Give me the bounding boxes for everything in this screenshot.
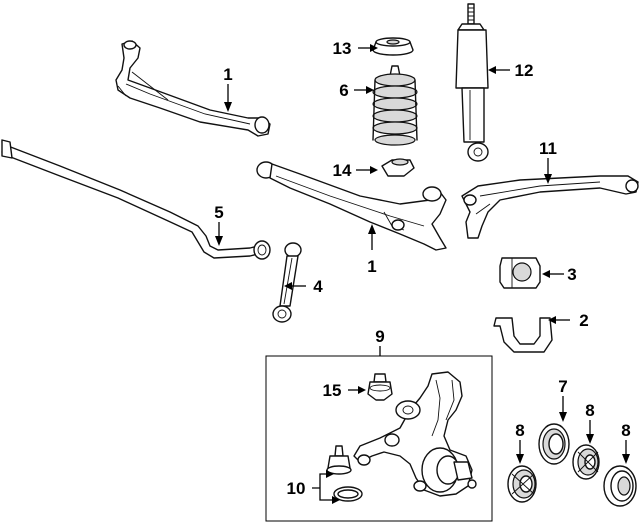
callout-13[interactable]: 13 bbox=[333, 39, 352, 58]
upper-ball-joint-drawing[interactable] bbox=[367, 373, 393, 401]
bearing-left-drawing[interactable] bbox=[507, 465, 537, 503]
shock-absorber-drawing[interactable] bbox=[455, 3, 489, 162]
callout-15[interactable]: 15 bbox=[323, 381, 342, 400]
hub-seal-drawing[interactable] bbox=[538, 423, 570, 465]
stabilizer-link-drawing[interactable] bbox=[272, 242, 302, 323]
callout-9[interactable]: 9 bbox=[375, 327, 384, 346]
callout-8-left[interactable]: 8 bbox=[515, 421, 524, 440]
callout-10[interactable]: 10 bbox=[287, 479, 306, 498]
stabilizer-bar-drawing[interactable] bbox=[1, 139, 271, 260]
lower-control-arm-center-drawing[interactable] bbox=[256, 161, 447, 251]
callout-7[interactable]: 7 bbox=[558, 377, 567, 396]
callout-5[interactable]: 5 bbox=[214, 203, 223, 222]
callout-11[interactable]: 11 bbox=[539, 139, 557, 158]
callout-14[interactable]: 14 bbox=[333, 161, 352, 180]
callout-1-center[interactable]: 1 bbox=[367, 257, 376, 276]
lower-ball-joint-drawing[interactable] bbox=[326, 445, 363, 502]
spring-lower-seat-drawing[interactable] bbox=[381, 158, 415, 177]
spring-upper-insulator-drawing[interactable] bbox=[372, 37, 414, 56]
coil-spring-drawing[interactable] bbox=[372, 65, 418, 146]
stabilizer-bracket-drawing[interactable] bbox=[493, 317, 553, 353]
lower-control-arm-upper-drawing[interactable] bbox=[115, 40, 271, 137]
callout-12[interactable]: 12 bbox=[515, 61, 534, 80]
callout-8-right[interactable]: 8 bbox=[621, 421, 630, 440]
callout-6[interactable]: 6 bbox=[339, 81, 348, 100]
stabilizer-bushing-drawing[interactable] bbox=[499, 257, 541, 289]
callout-4[interactable]: 4 bbox=[313, 277, 323, 296]
callout-2[interactable]: 2 bbox=[579, 311, 588, 330]
steering-knuckle-drawing[interactable] bbox=[353, 371, 477, 497]
bearing-race-right-drawing[interactable] bbox=[603, 465, 637, 507]
callout-1-top[interactable]: 1 bbox=[223, 65, 232, 84]
callout-3[interactable]: 3 bbox=[567, 265, 576, 284]
knuckle-group-box bbox=[265, 355, 493, 522]
upper-control-arm-drawing[interactable] bbox=[461, 175, 639, 239]
bearing-middle-drawing[interactable] bbox=[572, 444, 600, 480]
callout-8-middle[interactable]: 8 bbox=[585, 401, 594, 420]
